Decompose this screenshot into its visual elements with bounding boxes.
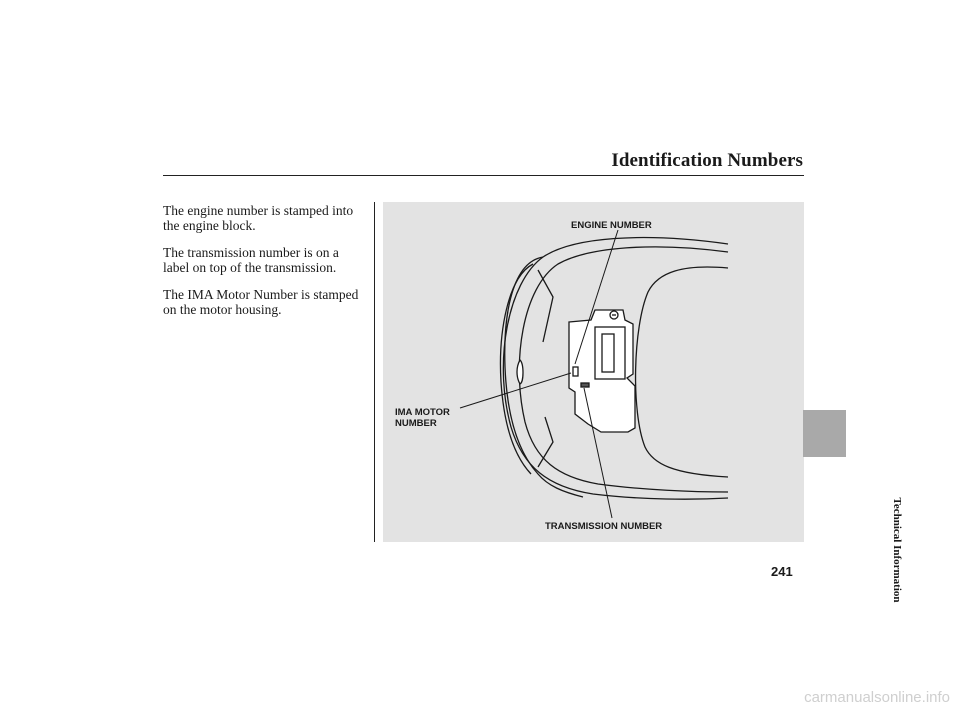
transmission-leader bbox=[583, 387, 613, 519]
watermark: carmanualsonline.info bbox=[804, 689, 950, 706]
column-divider bbox=[374, 202, 375, 542]
transmission-number-label: TRANSMISSION NUMBER bbox=[545, 521, 662, 532]
engine-bay-drawing: ENGINE NUMBER IMA MOTOR NUMBER TRANSMISS… bbox=[395, 220, 729, 532]
engine-bay-illustration: ENGINE NUMBER IMA MOTOR NUMBER TRANSMISS… bbox=[383, 202, 804, 542]
left-body-edge bbox=[499, 263, 534, 475]
fender-detail-top bbox=[537, 269, 554, 343]
fender-detail-bottom bbox=[537, 416, 554, 468]
ima-leader bbox=[459, 372, 572, 409]
engine-leader bbox=[574, 229, 619, 365]
title-rule bbox=[163, 175, 804, 176]
section-tab-label: Technical Information bbox=[813, 470, 903, 630]
paragraph-engine: The engine number is stamped into the en… bbox=[163, 203, 354, 233]
body-text: The engine number is stamped into the en… bbox=[163, 203, 368, 329]
section-tab bbox=[803, 410, 846, 457]
paragraph-ima-motor: The IMA Motor Number is stamped on the m… bbox=[163, 287, 359, 317]
valve-cover bbox=[594, 326, 626, 380]
transmission-label bbox=[580, 382, 590, 388]
windshield-arc bbox=[634, 266, 729, 478]
ima-motor-label-line2: NUMBER bbox=[395, 418, 437, 429]
section-tab-text: Technical Information bbox=[891, 497, 903, 603]
paragraph-transmission: The transmission number is on a label on… bbox=[163, 245, 339, 275]
engine-number-label: ENGINE NUMBER bbox=[571, 220, 652, 231]
page-title: Identification Numbers bbox=[611, 150, 803, 171]
fender-inner-line bbox=[518, 246, 729, 493]
hood-outline bbox=[502, 236, 729, 500]
page-number: 241 bbox=[771, 564, 793, 579]
ima-plate bbox=[572, 366, 579, 377]
valve-cover-inner bbox=[601, 333, 615, 373]
headlight-mark bbox=[516, 358, 524, 385]
ima-motor-label-line1: IMA MOTOR bbox=[395, 407, 450, 418]
